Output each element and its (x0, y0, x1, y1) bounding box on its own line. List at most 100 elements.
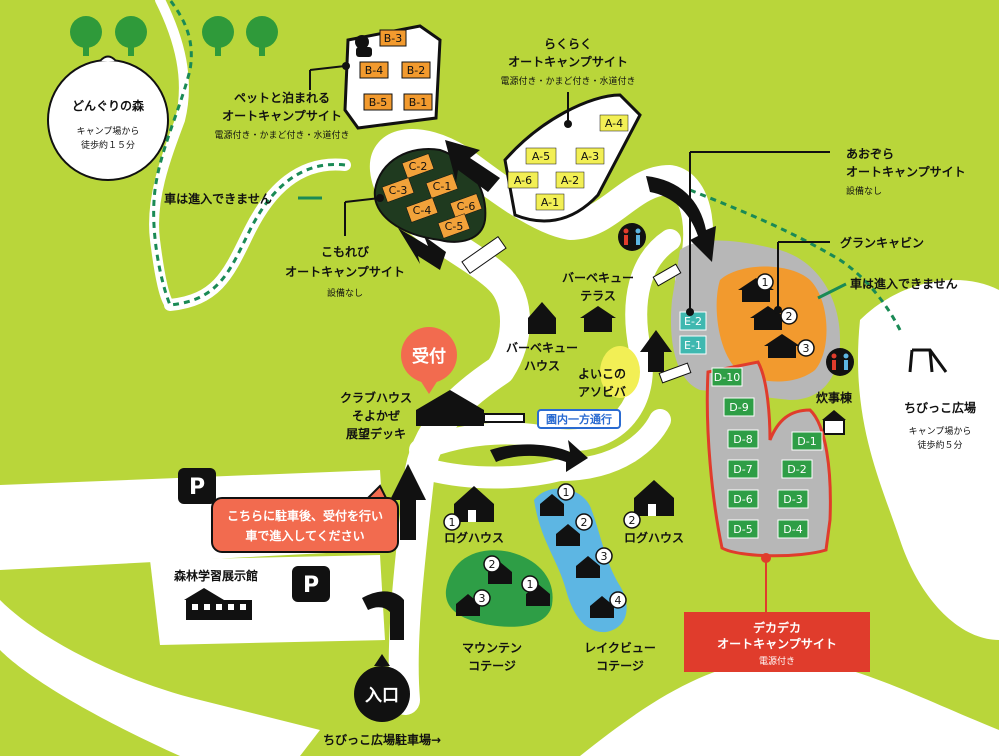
svg-text:1: 1 (449, 516, 456, 529)
svg-text:入口: 入口 (365, 686, 399, 706)
svg-text:オートキャンプサイト: オートキャンプサイト (717, 636, 837, 651)
pet-sub: 電源付き・かまど付き・水道付き (214, 129, 349, 141)
svg-text:車は進入できません: 車は進入できません (850, 276, 958, 291)
svg-text:D-2: D-2 (787, 463, 806, 476)
svg-text:バーベキュー: バーベキュー (506, 341, 578, 355)
komorebi-title1: こもれび (321, 244, 370, 259)
road-bottom-left (0, 600, 320, 756)
raku-sub: 電源付き・かまど付き・水道付き (500, 75, 635, 87)
svg-text:2: 2 (489, 558, 496, 571)
site-c3[interactable] (381, 177, 415, 203)
dekadeka-callout: デカデカ オートキャンプサイト 電源付き (684, 553, 870, 672)
site-d6[interactable] (727, 489, 759, 509)
arrow (398, 228, 446, 270)
donguri-sub2: 徒歩約１５分 (81, 139, 135, 151)
site-a4[interactable] (599, 114, 629, 132)
site-a6-label: A-6 (514, 174, 532, 187)
site-d2[interactable] (781, 459, 813, 479)
gran-title: グランキャビン (840, 235, 924, 250)
site-d9[interactable] (723, 397, 755, 417)
svg-text:ちびっこ広場: ちびっこ広場 (904, 400, 976, 415)
site-c4-label: C-4 (413, 204, 432, 217)
svg-text:1: 1 (563, 486, 570, 499)
no-entry-left-label: 車は進入できません (164, 191, 322, 206)
dog-icon (355, 35, 372, 57)
kitchen-label: 炊事棟 (816, 390, 853, 405)
site-d4[interactable] (777, 519, 809, 539)
road-bottom-right (580, 658, 999, 756)
site-c2[interactable] (401, 153, 435, 179)
arrow (490, 440, 588, 472)
svg-text:D-8: D-8 (733, 433, 752, 446)
site-a3[interactable] (575, 147, 605, 165)
site-c1[interactable] (425, 173, 459, 199)
svg-text:D-7: D-7 (733, 463, 752, 476)
site-c4[interactable] (405, 197, 439, 223)
direction-arrows (362, 140, 716, 640)
site-a3-label: A-3 (581, 150, 599, 163)
entrance-marker[interactable]: 入口 (354, 654, 410, 722)
reception-marker[interactable]: 受付 (401, 327, 457, 394)
cottage-icon (590, 596, 614, 618)
chibikko-plaza: ちびっこ広場 キャンプ場から 徒歩約５分 (904, 348, 976, 451)
svg-text:D-9: D-9 (729, 401, 748, 414)
svg-text:D-3: D-3 (783, 493, 802, 506)
cottage-icon (540, 494, 564, 516)
terrace-icon (580, 306, 616, 332)
site-b5-label: B-5 (369, 96, 388, 109)
site-a5-label: A-5 (532, 150, 550, 163)
site-d8[interactable] (727, 429, 759, 449)
svg-text:キャンプ場から: キャンプ場から (909, 425, 972, 437)
site-b3-label: B-3 (384, 32, 403, 45)
cottage-icon (576, 556, 600, 578)
site-e: E-2 E-1 (679, 311, 707, 355)
chibikko-plaza-area (858, 280, 999, 640)
site-d10[interactable] (711, 367, 743, 387)
site-d3[interactable] (777, 489, 809, 509)
gran-callout: グランキャビン (774, 235, 924, 314)
bubble-tip (99, 55, 117, 62)
site-a1[interactable] (535, 193, 565, 211)
site-d5[interactable] (727, 519, 759, 539)
svg-text:P: P (189, 475, 205, 500)
dotted-trail-right (689, 188, 902, 331)
no-entry-right-label: 車は進入できません (817, 276, 958, 300)
slide-icon (908, 348, 948, 373)
site-b3[interactable] (379, 29, 407, 47)
site-e1[interactable] (679, 335, 707, 355)
tree-icon (202, 16, 234, 56)
site-a2[interactable] (555, 171, 585, 189)
parking-note: こちらに駐車後、受付を行い 車で進入してください (211, 484, 399, 553)
site-a4-label: A-4 (605, 117, 623, 130)
site-a5[interactable] (525, 147, 557, 165)
site-b4[interactable] (359, 61, 389, 79)
svg-text:E-1: E-1 (684, 339, 702, 352)
svg-text:デカデカ: デカデカ (753, 620, 801, 635)
svg-text:電源付き: 電源付き (759, 656, 795, 667)
svg-text:バーベキュー: バーベキュー (562, 271, 634, 285)
site-b2[interactable] (401, 61, 431, 79)
svg-text:受付: 受付 (412, 346, 446, 367)
arrow (640, 330, 672, 372)
house-icon (528, 302, 556, 334)
svg-text:D-5: D-5 (733, 523, 752, 536)
pet-title2: オートキャンプサイト (222, 108, 342, 123)
site-c6[interactable] (449, 193, 483, 219)
site-d1[interactable] (791, 431, 823, 451)
pet-site-callout: ペットと泊まれる オートキャンプサイト 電源付き・かまど付き・水道付き (214, 62, 350, 141)
svg-text:ハウス: ハウス (524, 359, 560, 373)
arrow (362, 591, 404, 640)
log-house-1: 1 ログハウス (443, 486, 504, 545)
donguri-title: どんぐりの森 (72, 98, 145, 113)
to-chibikko-parking[interactable]: ちびっこ広場駐車場→ (323, 732, 441, 747)
forest-hall: 森林学習展示館 (174, 568, 258, 620)
komorebi-sub: 設備なし (327, 287, 363, 299)
svg-text:アソビバ: アソビバ (578, 384, 626, 399)
gran-cabin-numbers: 1 2 3 (756, 273, 815, 357)
site-b1[interactable] (403, 93, 433, 111)
site-a6[interactable] (507, 171, 539, 189)
site-b5[interactable] (363, 93, 393, 111)
aozora-callout: あおぞら オートキャンプサイト 設備なし (686, 147, 966, 316)
site-c5[interactable] (437, 213, 471, 239)
site-d7[interactable] (727, 459, 759, 479)
